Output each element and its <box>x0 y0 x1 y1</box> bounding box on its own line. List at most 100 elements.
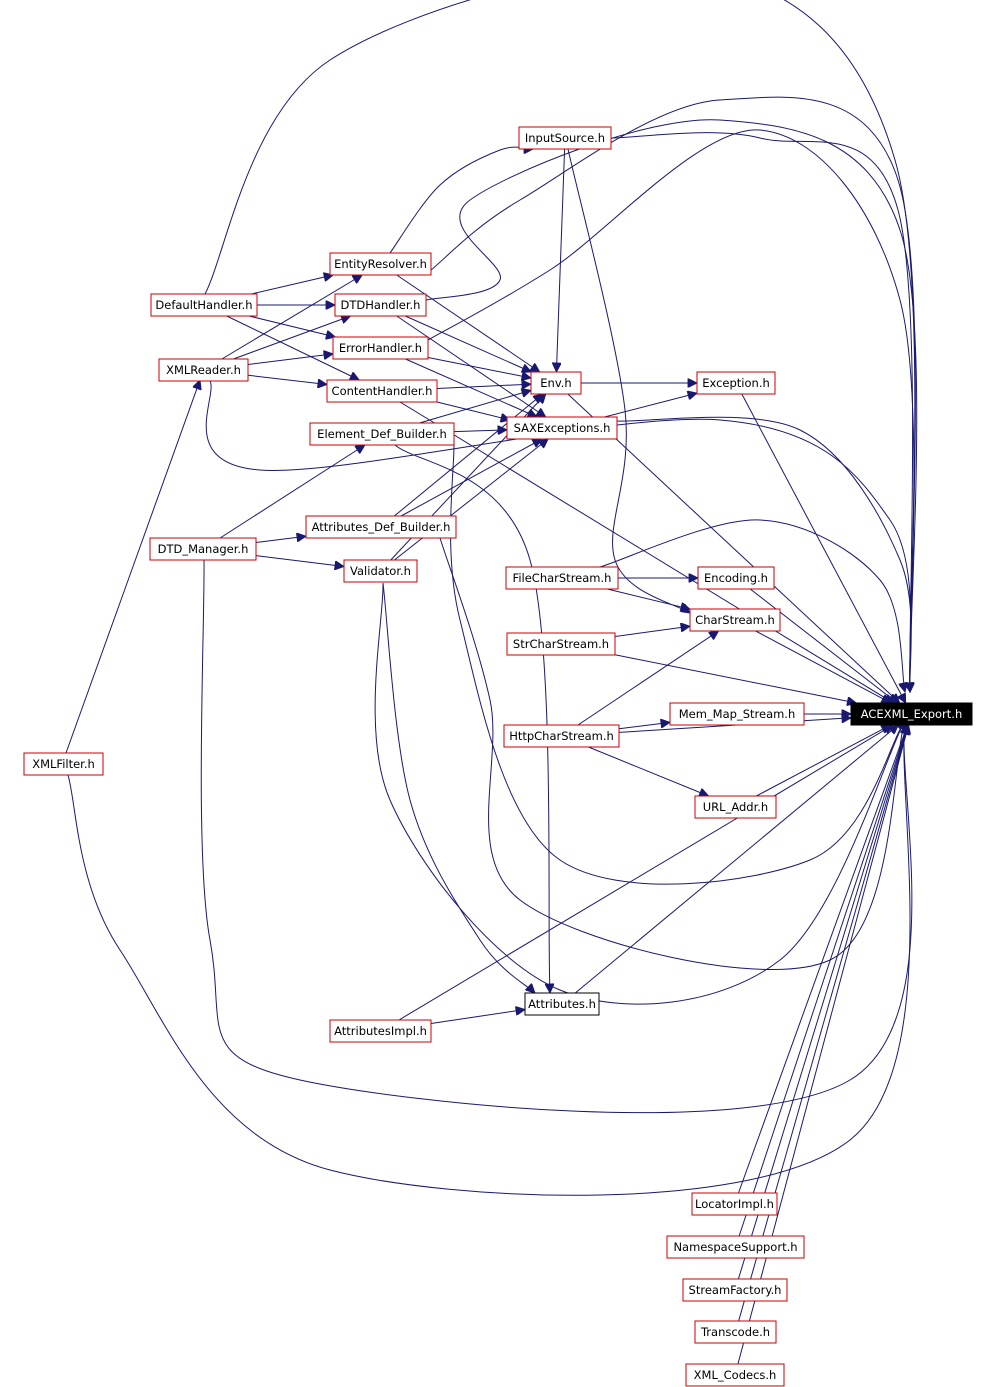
node-box <box>682 1278 788 1302</box>
edge-httpcharstream-to-charstream <box>577 631 719 726</box>
node-locatorimpl[interactable]: LocatorImpl.h <box>691 1192 778 1216</box>
edge-xmlreader-to-errorhandler <box>247 354 333 365</box>
node-dtdhandler[interactable]: DTDHandler.h <box>334 293 427 317</box>
edge-transcode-to-acexmlexport <box>738 725 909 1322</box>
node-box <box>530 371 582 395</box>
node-encoding[interactable]: Encoding.h <box>697 566 775 590</box>
node-label: CharStream.h <box>695 613 775 627</box>
node-xmlfilter[interactable]: XMLFilter.h <box>23 752 104 776</box>
edge-streamfactory-to-acexmlexport <box>737 725 908 1280</box>
edge-httpcharstream-to-memmapstream <box>618 722 670 730</box>
node-defaulthandler[interactable]: DefaultHandler.h <box>150 293 258 317</box>
edge-urladdr-to-acexmlexport <box>756 725 890 797</box>
node-streamfactory[interactable]: StreamFactory.h <box>682 1278 788 1302</box>
edge-defaulthandler-to-errorhandler <box>249 315 335 337</box>
node-charstream[interactable]: CharStream.h <box>689 608 781 632</box>
node-label: ContentHandler.h <box>332 384 433 398</box>
node-label: Mem_Map_Stream.h <box>679 707 796 721</box>
node-label: StreamFactory.h <box>689 1283 782 1297</box>
node-strcharstream[interactable]: StrCharStream.h <box>506 632 616 656</box>
node-label: Exception.h <box>702 376 770 390</box>
node-box <box>697 566 775 590</box>
node-box <box>503 724 620 748</box>
node-validator[interactable]: Validator.h <box>343 559 418 583</box>
node-label: DTDHandler.h <box>341 298 421 312</box>
node-attributesdefbuilder[interactable]: Attributes_Def_Builder.h <box>305 515 457 539</box>
edge-elementdefbuilder-to-acexmlexport <box>450 439 905 885</box>
node-label: Element_Def_Builder.h <box>317 427 447 441</box>
node-attributes[interactable]: Attributes.h <box>524 992 600 1016</box>
node-box <box>343 559 418 583</box>
node-label: Transcode.h <box>700 1325 770 1339</box>
edge-entityresolver-to-env <box>396 274 540 372</box>
node-box <box>309 422 455 446</box>
node-label: StrCharStream.h <box>513 637 609 651</box>
edge-attributesdefbuilder-to-saxexceptions <box>400 439 542 517</box>
edge-httpcharstream-to-urladdr <box>588 746 708 796</box>
node-box <box>150 293 258 317</box>
node-urladdr[interactable]: URL_Addr.h <box>694 795 777 819</box>
edge-attributesdefbuilder-to-acexmlexport <box>439 537 905 970</box>
node-box <box>326 379 438 403</box>
node-box <box>332 336 429 360</box>
edge-xmlfilter-to-acexmlexport <box>67 720 911 1196</box>
node-box <box>524 992 600 1016</box>
node-label: XMLFilter.h <box>32 757 95 771</box>
edge-saxexceptions-to-exception <box>604 393 697 418</box>
node-errorhandler[interactable]: ErrorHandler.h <box>332 336 429 360</box>
node-attributesimpl[interactable]: AttributesImpl.h <box>329 1019 432 1043</box>
node-xmlcodecs[interactable]: XML_Codecs.h <box>685 1363 785 1387</box>
node-elementdefbuilder[interactable]: Element_Def_Builder.h <box>309 422 455 446</box>
edges-layer <box>65 0 918 1365</box>
edge-defaulthandler-to-entityresolver <box>251 275 333 295</box>
node-xmlreader[interactable]: XMLReader.h <box>158 358 249 382</box>
node-box <box>329 252 432 276</box>
edge-validator-to-acexmlexport <box>374 582 905 1005</box>
edge-dtdhandler-to-env <box>405 315 531 372</box>
node-memmapstream[interactable]: Mem_Map_Stream.h <box>669 702 805 726</box>
edge-exception-to-acexmlexport <box>741 393 906 703</box>
node-label: Attributes.h <box>528 997 596 1011</box>
edge-defaulthandler-to-contenthandler <box>226 315 359 380</box>
node-label: Encoding.h <box>704 571 768 585</box>
edge-dtdmanager-to-attributesdefbuilder <box>255 536 306 543</box>
node-label: AttributesImpl.h <box>334 1024 427 1038</box>
edge-charstream-to-acexmlexport <box>755 630 891 703</box>
node-label: DefaultHandler.h <box>155 298 252 312</box>
edge-xmlreader-to-entityresolver <box>221 275 362 360</box>
edge-filecharstream-to-acexmlexport <box>599 519 905 692</box>
node-exception[interactable]: Exception.h <box>696 371 776 395</box>
node-httpcharstream[interactable]: HttpCharStream.h <box>503 724 620 748</box>
node-transcode[interactable]: Transcode.h <box>694 1320 777 1344</box>
node-namespacesupport[interactable]: NamespaceSupport.h <box>666 1235 805 1259</box>
edge-inputsource-to-acexmlexport <box>611 132 913 692</box>
node-env[interactable]: Env.h <box>530 371 582 395</box>
node-label: FileCharStream.h <box>513 571 612 585</box>
edge-errorhandler-to-env <box>427 356 531 378</box>
edge-attributesimpl-to-attributes <box>430 1010 525 1024</box>
edge-encoding-to-acexmlexport <box>749 588 897 703</box>
edge-namespacesupport-to-acexmlexport <box>738 725 908 1237</box>
node-box <box>505 566 619 590</box>
node-label: URL_Addr.h <box>703 800 768 814</box>
node-contenthandler[interactable]: ContentHandler.h <box>326 379 438 403</box>
node-inputsource[interactable]: InputSource.h <box>518 126 612 150</box>
node-box <box>158 358 249 382</box>
edge-xmlreader-to-dtdhandler <box>233 316 350 360</box>
edge-errorhandler-to-acexmlexport <box>427 129 914 692</box>
edge-dtdhandler-to-acexmlexport <box>425 119 918 692</box>
edge-attributesimpl-to-acexmlexport <box>398 725 893 1021</box>
nodes-layer: InputSource.hEntityResolver.hDefaultHand… <box>23 126 973 1387</box>
node-label: NamespaceSupport.h <box>673 1240 797 1254</box>
edge-validator-to-saxexceptions <box>394 439 548 561</box>
node-box <box>850 702 973 726</box>
edge-entityresolver-to-acexmlexport <box>430 96 916 692</box>
node-entityresolver[interactable]: EntityResolver.h <box>329 252 432 276</box>
edge-dtdmanager-to-acexmlexport <box>200 559 913 1114</box>
node-label: Env.h <box>540 376 571 390</box>
node-filecharstream[interactable]: FileCharStream.h <box>505 566 619 590</box>
edge-dtdmanager-to-elementdefbuilder <box>219 445 365 539</box>
node-saxexceptions[interactable]: SAXExceptions.h <box>506 416 618 440</box>
node-dtdmanager[interactable]: DTD_Manager.h <box>149 537 257 561</box>
node-label: XML_Codecs.h <box>694 1368 777 1382</box>
